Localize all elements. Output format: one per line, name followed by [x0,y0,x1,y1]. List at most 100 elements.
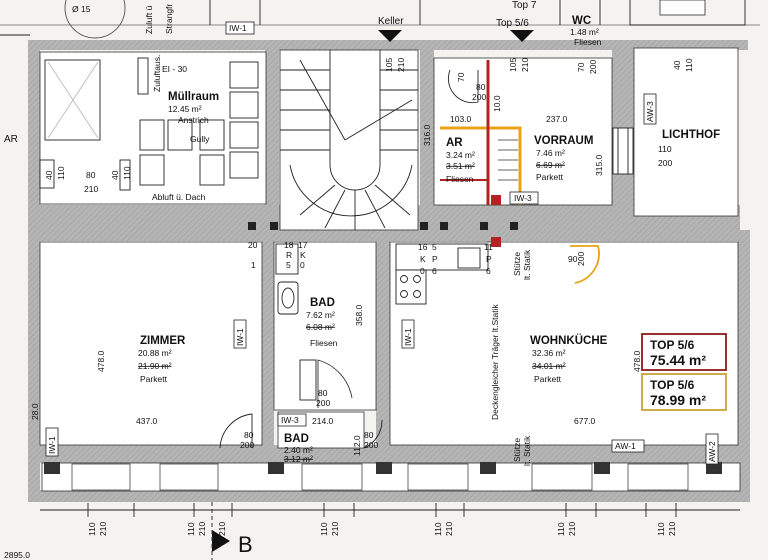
abluft-label: Abluft ü. Dach [152,192,206,202]
bottom-dim-label: 2895.0 [4,550,30,560]
dim-k-bad: K [300,250,306,260]
dim-110-b1: 110 [87,522,97,536]
dim-p-kitchen: P [432,254,438,264]
columns [248,195,518,247]
dim-200-wc: 200 [588,60,598,74]
dim-210-b3: 210 [330,522,340,536]
wc-name: WC [572,15,591,27]
dim-5-kitchen: 5 [432,242,437,252]
phi-label: Ø 15 [72,4,91,14]
dim-p-right: P [486,254,492,264]
ar-floor: Fliesen [446,174,474,184]
dim-70-wc: 70 [576,62,586,72]
muell-gully: Gully [190,134,210,144]
dim-1a: 1 [251,260,256,270]
kitchen-fittings [395,243,489,305]
bins [39,57,259,191]
dim-40-lichthof: 40 [672,60,682,70]
strang-label: Strangfr [164,4,174,34]
dim-214: 214.0 [312,416,334,426]
iw1-tag-zimmer: IW-1 [235,328,245,346]
dim-90-door: 90 [568,254,578,264]
dim-80-zimmer: 80 [244,430,254,440]
dim-110-b2: 110 [186,522,196,536]
dim-210-b4: 210 [444,522,454,536]
keller-label: Keller [378,16,404,27]
summary-label-net: TOP 5/6 [650,338,695,352]
upper-outline [0,0,760,39]
dim-80-bad: 80 [318,388,328,398]
dim-28: 28.0 [30,403,40,420]
dim-6-right: 6 [486,266,491,276]
muell-name: Müllraum [168,91,219,103]
dim-210-muell: 210 [84,184,98,194]
dim-105-keller: 105 [384,58,394,72]
ar-area-a: 3.24 m² [446,150,475,160]
dim-110-b3: 110 [319,522,329,536]
dim-210-b5: 210 [567,522,577,536]
dim-110-b4: 110 [433,522,443,536]
statik1-label: lt. Statik [522,249,532,280]
dim-316: 316.0 [422,124,432,146]
ar-left-label: AR [4,134,18,145]
bath-fittings [275,243,317,401]
vorraum-area-b: 6.69 m² [536,160,565,170]
muell-area: 12.45 m² [168,104,202,114]
summary-box-gross [641,373,727,411]
bad2-name: BAD [284,433,309,445]
iw1-tag-wohn: IW-1 [403,328,413,346]
traeger-label: Deckengleicher Träger lt.Statik [490,304,500,420]
dim-210-b2: 210 [197,522,207,536]
dim-200-bad2: 200 [364,440,378,450]
dim-237: 237.0 [546,114,568,124]
dim-80-bad2: 80 [364,430,374,440]
doors [219,69,600,449]
bottom-dim-line [40,503,740,517]
section-label: B [238,532,253,557]
dim-0-bad: 0 [300,260,305,270]
bad1-floor: Fliesen [310,338,338,348]
vorraum-area-a: 7.46 m² [536,148,565,158]
wc-area: 1.48 m² [570,27,599,37]
dim-80-muell: 80 [86,170,96,180]
facade-windows [44,462,722,491]
bad2-area-b: 3.12 m² [284,454,313,464]
dim-100-muell: 110 [56,166,66,180]
dim-210-b6: 210 [667,522,677,536]
top56-arrow-label: Top 5/6 [496,18,529,29]
dim-200-lichthof: 200 [658,158,672,168]
summary-value-gross: 78.99 m² [650,392,706,408]
ar-area-b: 3.51 m² [446,161,475,171]
dim-200-zimmer: 200 [240,440,254,450]
vorraum-floor: Parkett [536,172,564,182]
wohn-name: WOHNKÜCHE [530,334,608,347]
wall-tags: IW-1 IW-1 IW-1 IW-1 IW-3 IW-3 AW-1 AW-2 … [45,21,719,465]
zuluft-label: Zuluftaus. [152,55,162,92]
dim-112: 112.0 [352,435,362,456]
iw1-tag-left: IW-1 [47,436,57,454]
wc-floor: Fliesen [574,37,602,47]
bad1-area-b: 6.08 m² [306,322,335,332]
lichthof-window [612,127,634,175]
dim-315: 315.0 [594,154,604,176]
dim-110-b5: 110 [556,522,566,536]
dim-103: 103.0 [450,114,472,124]
dim-478-wohn: 478.0 [632,350,642,372]
summary-value-net: 75.44 m² [650,352,706,368]
section-arrow-icon [212,530,230,552]
dim-6-kitchen: 6 [432,266,437,276]
dim-r: R [286,250,292,260]
dim-200-ar: 200 [472,92,486,102]
dim-40-muell-b: 40 [110,170,120,180]
ei30-label: EI - 30 [162,64,187,74]
top56-arrow-icon [510,30,534,42]
bad1-name: BAD [310,297,335,309]
zimmer-area-a: 20.88 m² [138,348,172,358]
aw3-tag: AW-3 [645,101,655,122]
ar-name: AR [446,137,463,149]
bad2-area-a: 2.40 m² [284,445,313,455]
wohn-area-a: 32.36 m² [532,348,566,358]
bad1-area-a: 7.62 m² [306,310,335,320]
dim-210-b: 210 [217,522,227,536]
